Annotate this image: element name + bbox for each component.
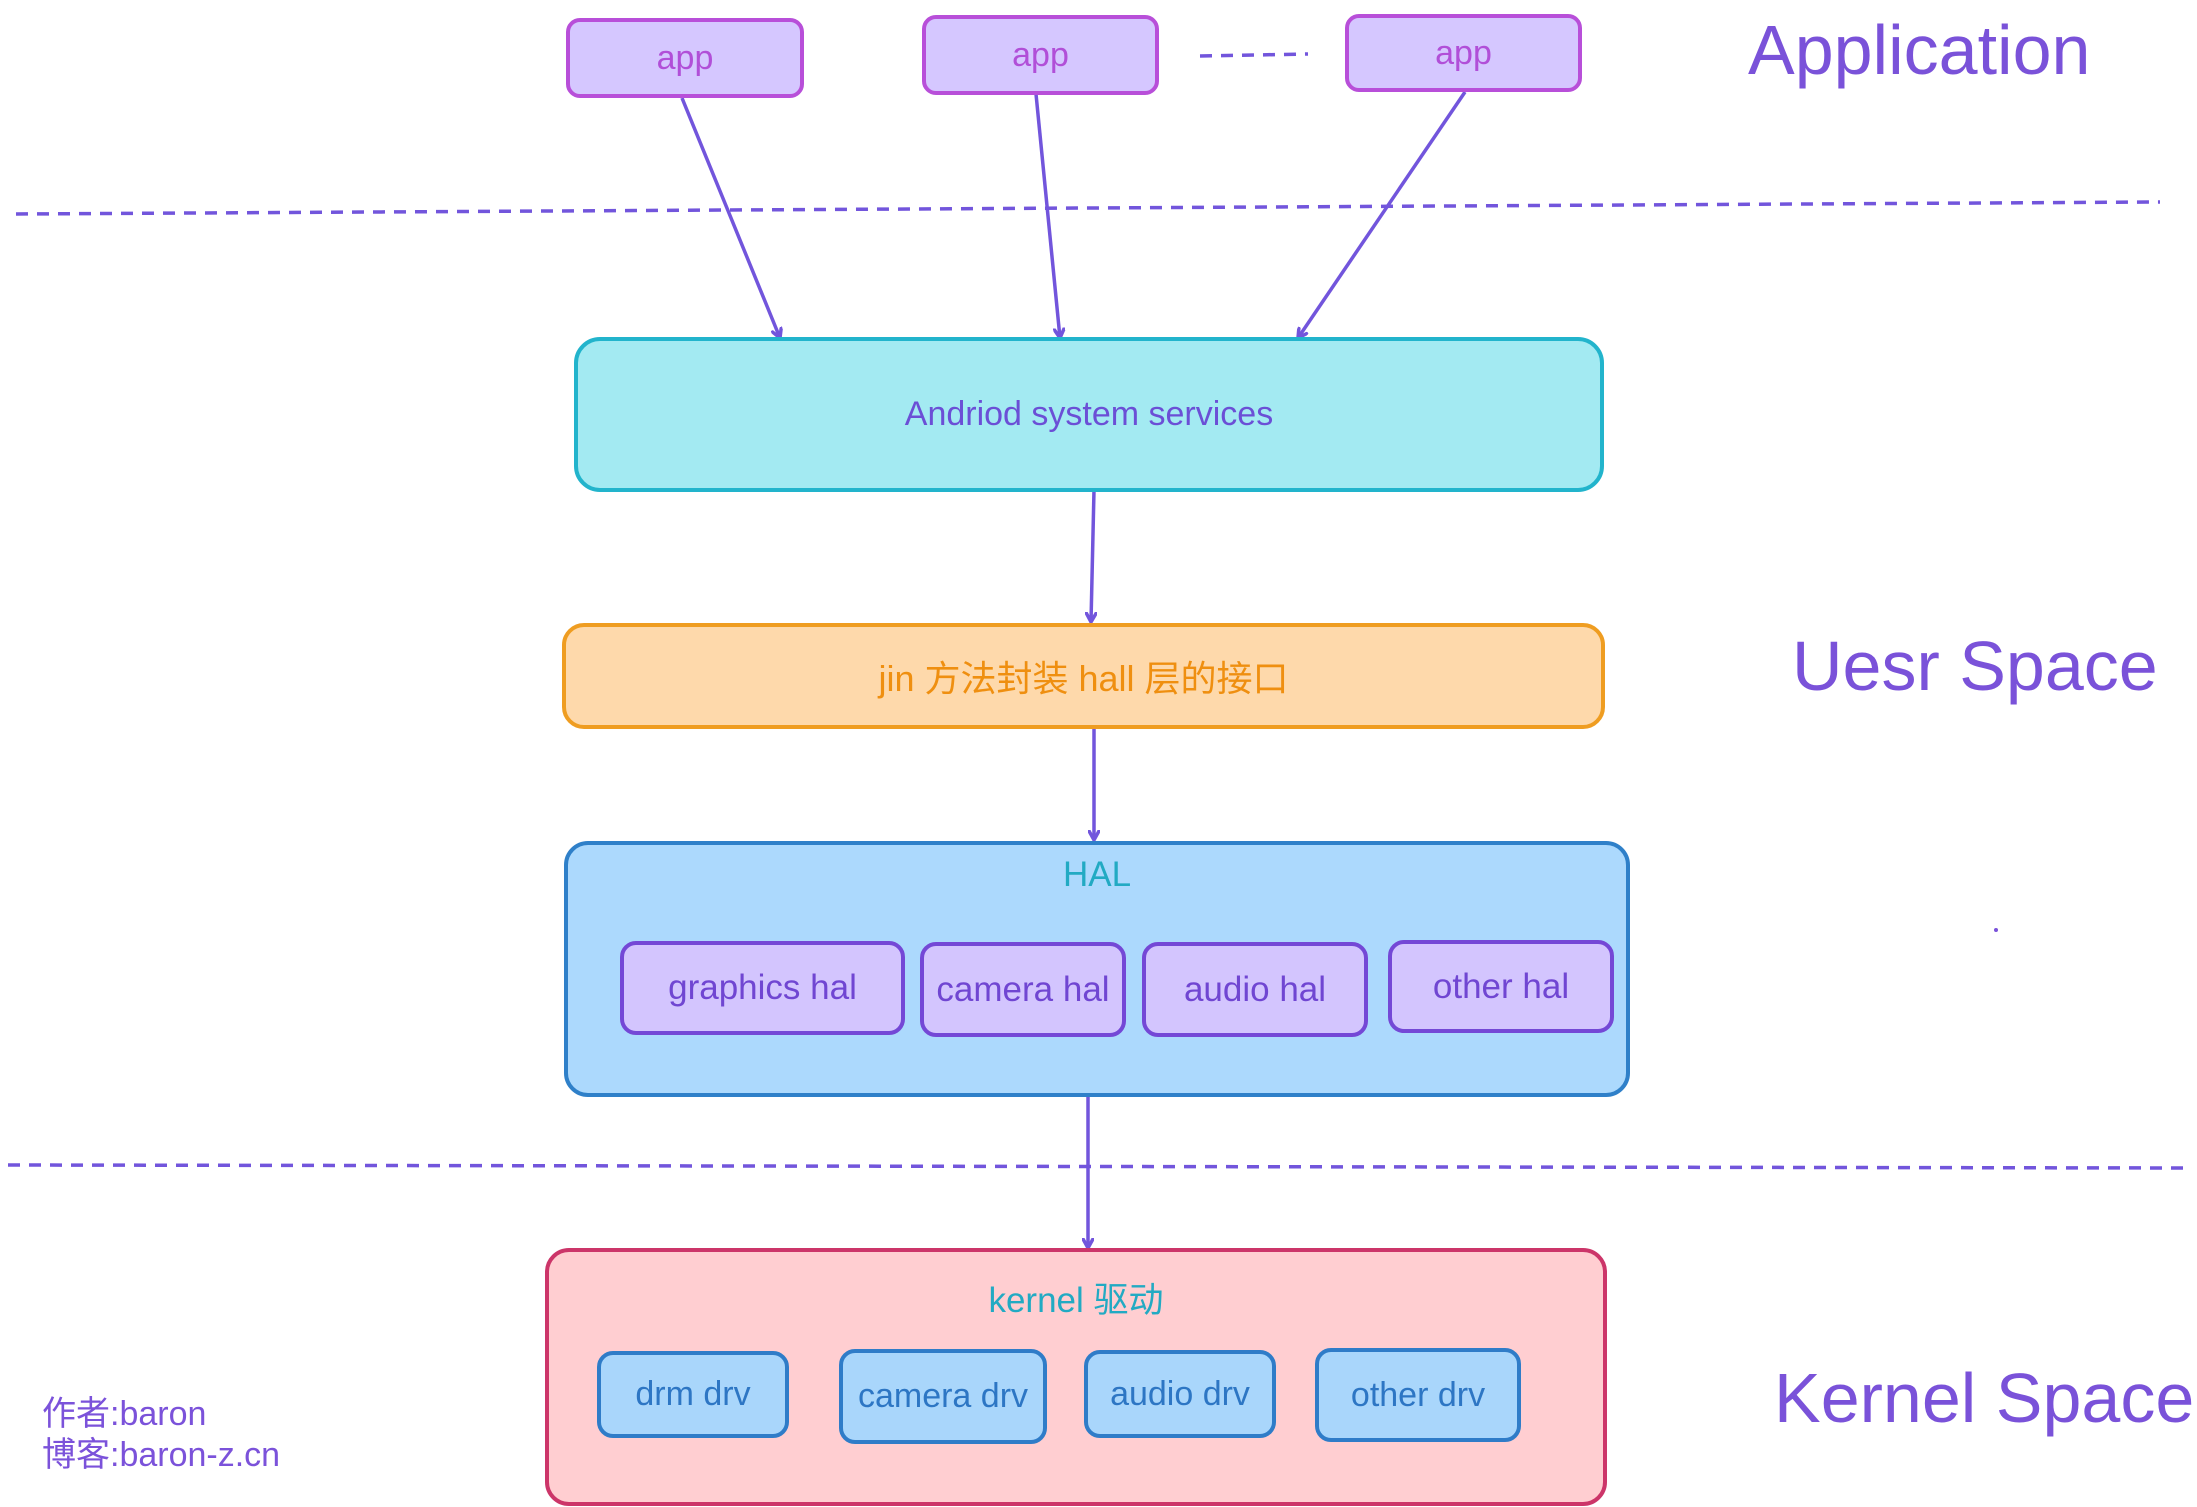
arrow-app1-to-services (680, 97, 780, 338)
kernel-container: kernel 驱动 drm drv camera drv audio drv o… (545, 1248, 1607, 1506)
kernel-space-layer-label: Kernel Space (1774, 1359, 2195, 1437)
app-ellipsis-dash (1199, 52, 1309, 58)
hal-container: HAL graphics hal camera hal audio hal ot… (564, 841, 1630, 1097)
arrow-services-to-jni (1091, 489, 1094, 622)
other-hal-box: other hal (1388, 940, 1614, 1033)
app-box-3: app (1345, 14, 1582, 92)
stray-dot (1994, 928, 1998, 932)
app-box-1: app (566, 18, 804, 98)
application-divider (15, 200, 2161, 216)
system-services-box: Andriod system services (574, 337, 1604, 492)
kernel-title: kernel 驱动 (988, 1281, 1164, 1320)
application-layer-label: Application (1748, 11, 2091, 89)
drm-drv-box: drm drv (597, 1351, 789, 1438)
author-line: 作者:baron (42, 1395, 207, 1433)
user-space-layer-label: Uesr Space (1792, 627, 2158, 705)
other-drv-box: other drv (1315, 1348, 1521, 1442)
arrow-app2-to-services (1034, 93, 1060, 338)
app-box-2: app (922, 15, 1159, 95)
kernel-divider (7, 1163, 2193, 1170)
arrow-app3-to-services (1298, 91, 1467, 338)
graphics-hal-box: graphics hal (620, 941, 905, 1035)
audio-drv-box: audio drv (1084, 1350, 1276, 1438)
camera-hal-box: camera hal (920, 942, 1126, 1037)
audio-hal-box: audio hal (1142, 942, 1368, 1037)
camera-drv-box: camera drv (839, 1349, 1047, 1444)
jni-interface-box: jin 方法封装 hall 层的接口 (562, 623, 1605, 729)
hal-title: HAL (1062, 855, 1132, 894)
blog-line: 博客:baron-z.cn (42, 1436, 281, 1474)
